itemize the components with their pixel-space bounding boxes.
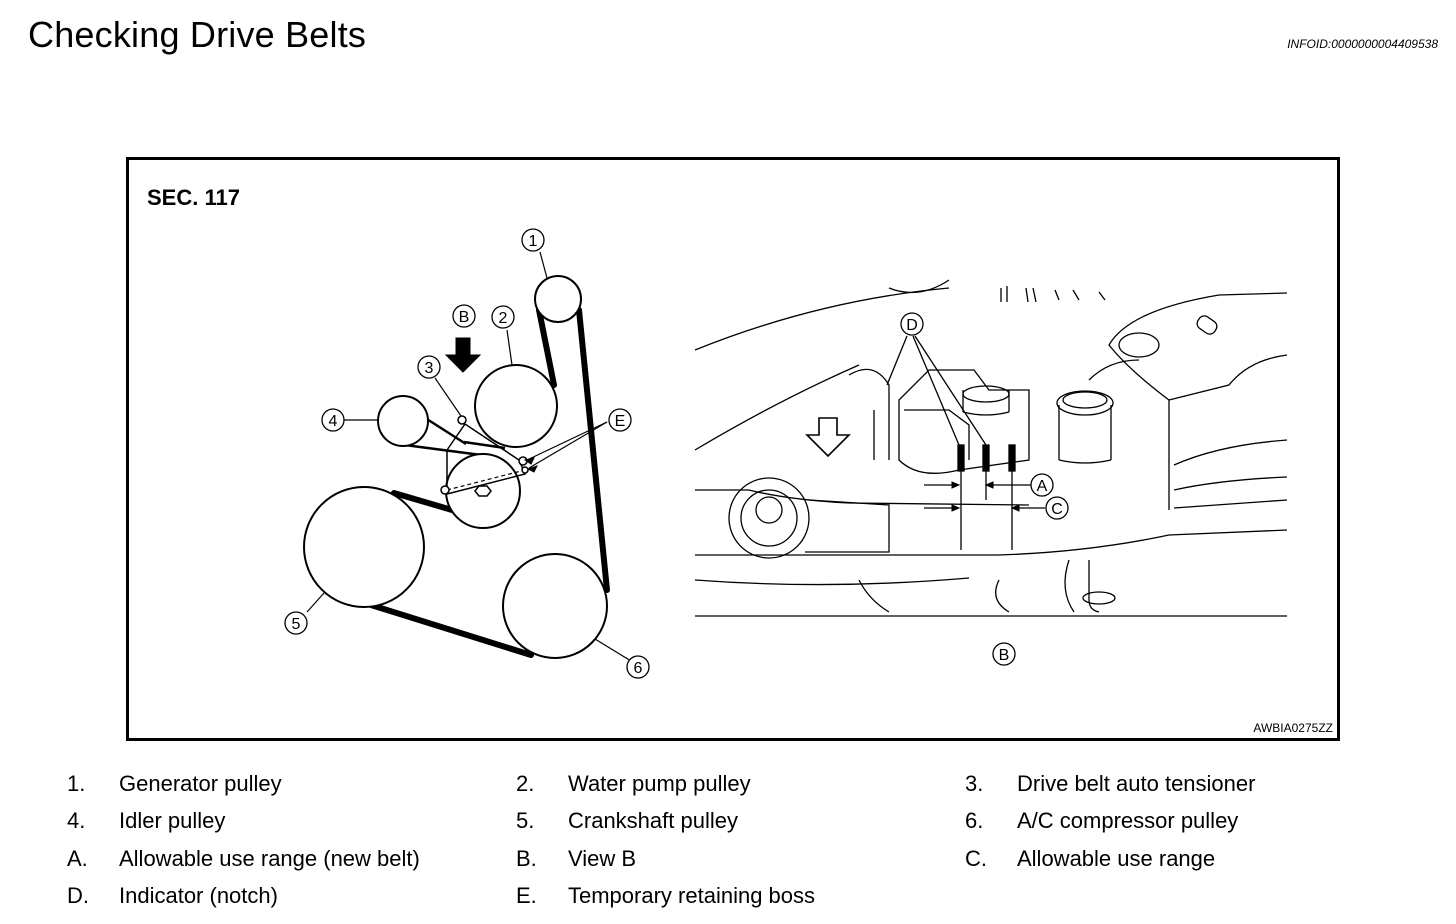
callout-E: E bbox=[608, 408, 632, 432]
callout-C-label: C bbox=[1051, 501, 1063, 518]
drive-belt-figure: 1 2 B 3 4 E 5 6 D A C B bbox=[126, 157, 1340, 741]
callout-A-label: A bbox=[1037, 478, 1048, 495]
section-label: SEC. 117 bbox=[147, 185, 240, 210]
figure-code: AWBIA0275ZZ bbox=[1253, 721, 1333, 735]
callout-1-label: 1 bbox=[529, 233, 538, 250]
page-title: Checking Drive Belts bbox=[28, 14, 367, 55]
figure-drawing: 1 2 B 3 4 E 5 6 D A C B bbox=[284, 228, 1288, 679]
view-b-illustration bbox=[694, 279, 1288, 617]
legend-text: Allowable use range bbox=[1017, 846, 1216, 871]
legend-text: Allowable use range (new belt) bbox=[119, 846, 420, 871]
legend-key: 5. bbox=[516, 808, 535, 833]
callout-3-label: 3 bbox=[425, 360, 434, 377]
callout-5-label: 5 bbox=[292, 616, 301, 633]
legend: 1. Generator pulley 2. Water pump pulley… bbox=[0, 765, 1456, 915]
callout-3: 3 bbox=[417, 355, 441, 379]
drive-belt bbox=[368, 307, 610, 658]
idler-pulley bbox=[377, 395, 429, 447]
legend-key: E. bbox=[516, 883, 537, 908]
legend-text: View B bbox=[568, 846, 637, 871]
legend-key: 4. bbox=[67, 808, 86, 833]
legend-key: 1. bbox=[67, 771, 86, 796]
callout-E-label: E bbox=[615, 413, 626, 430]
legend-text: Idler pulley bbox=[119, 808, 226, 833]
legend-key: 6. bbox=[965, 808, 984, 833]
legend-text: Water pump pulley bbox=[568, 771, 751, 796]
callout-A: A bbox=[1030, 473, 1054, 497]
callout-B-label: B bbox=[459, 309, 470, 326]
callout-2-label: 2 bbox=[499, 310, 508, 327]
callout-6-label: 6 bbox=[634, 660, 643, 677]
ac-compressor-pulley bbox=[502, 553, 608, 659]
legend-text: Temporary retaining boss bbox=[568, 883, 816, 908]
view-b-arrow bbox=[444, 337, 482, 373]
callout-5: 5 bbox=[284, 611, 308, 635]
callout-D-label: D bbox=[906, 317, 918, 334]
callouts: 1 2 B 3 4 E 5 6 D A C B bbox=[284, 228, 1069, 679]
callout-B-bottom-label: B bbox=[999, 647, 1010, 664]
legend-key: 3. bbox=[965, 771, 984, 796]
water-pump-pulley bbox=[474, 364, 558, 448]
belt-routing-diagram bbox=[303, 251, 632, 662]
crankshaft-pulley bbox=[303, 486, 425, 608]
callout-B-top: B bbox=[452, 304, 476, 328]
legend-text: A/C compressor pulley bbox=[1017, 808, 1239, 833]
info-id: INFOID:0000000004409538 bbox=[1287, 37, 1438, 51]
legend-key: A. bbox=[67, 846, 88, 871]
legend-key: D. bbox=[67, 883, 89, 908]
legend-text: Drive belt auto tensioner bbox=[1017, 771, 1256, 796]
legend-key: B. bbox=[516, 846, 537, 871]
indicator-notches bbox=[957, 444, 1016, 550]
legend-text: Crankshaft pulley bbox=[568, 808, 738, 833]
generator-pulley bbox=[534, 275, 582, 323]
callout-1: 1 bbox=[521, 228, 545, 252]
callout-4-label: 4 bbox=[329, 413, 338, 430]
legend-key: 2. bbox=[516, 771, 535, 796]
callout-6: 6 bbox=[626, 655, 650, 679]
callout-2: 2 bbox=[491, 305, 515, 329]
callout-C: C bbox=[1045, 496, 1069, 520]
callout-D: D bbox=[900, 312, 924, 336]
legend-key: C. bbox=[965, 846, 987, 871]
callout-4: 4 bbox=[321, 408, 345, 432]
legend-text: Indicator (notch) bbox=[119, 883, 278, 908]
callout-B-bottom: B bbox=[992, 642, 1016, 666]
legend-text: Generator pulley bbox=[119, 771, 282, 796]
view-b-outline-arrow bbox=[805, 417, 851, 458]
